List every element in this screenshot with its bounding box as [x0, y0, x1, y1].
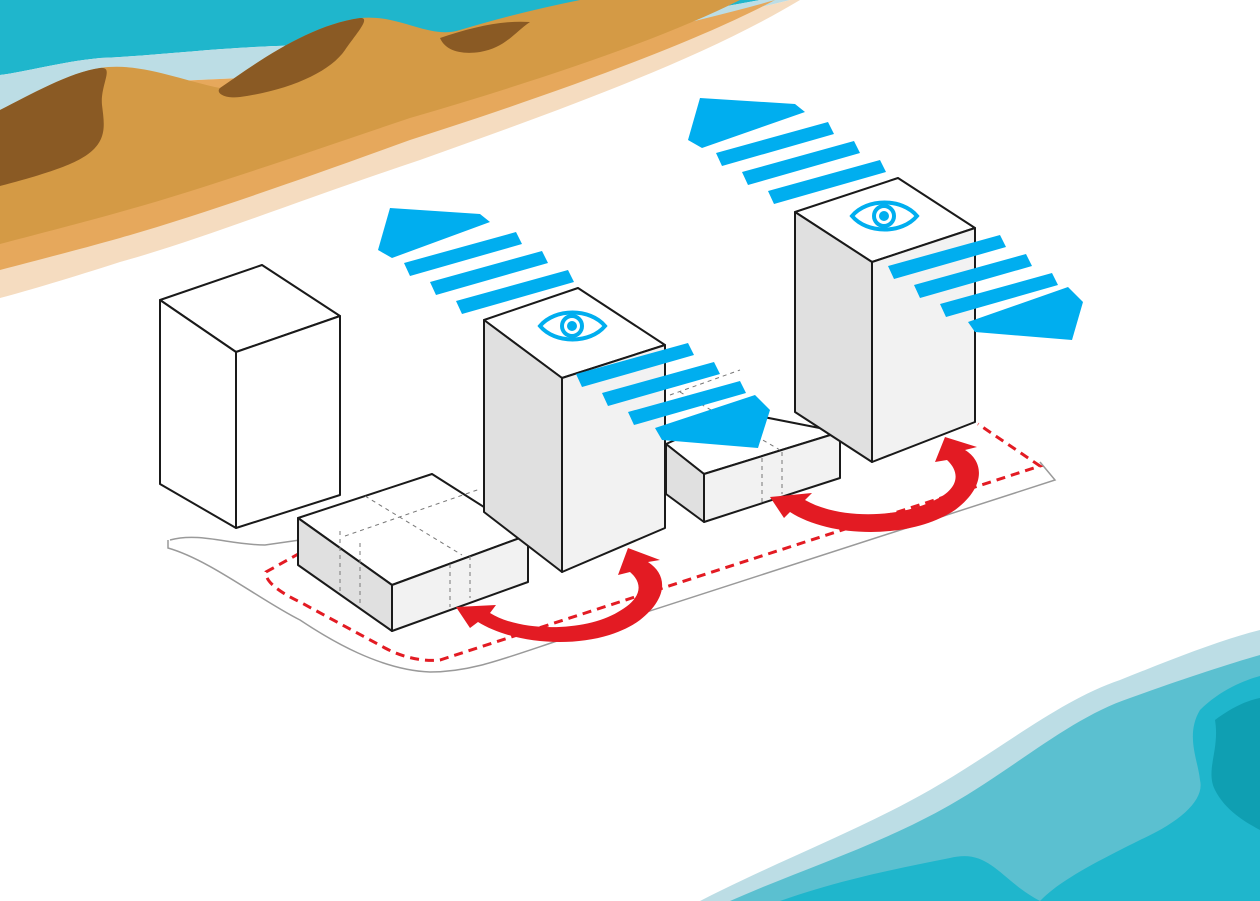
- sea-bottom-right: [700, 630, 1260, 901]
- view-direction-arrow: [688, 98, 805, 148]
- eye-icon: [537, 310, 608, 342]
- right-tower-view-front: [888, 235, 1083, 340]
- beach-dunes: [0, 0, 800, 298]
- left-connection: [456, 548, 663, 642]
- left-tower-view-back: [378, 208, 574, 314]
- existing-building: [159, 264, 341, 529]
- dune-shadow-3: [440, 21, 530, 53]
- sea-mid: [730, 655, 1260, 901]
- sea-deep: [1040, 676, 1260, 901]
- view-direction-arrow: [378, 208, 490, 258]
- view-direction-arrow: [655, 395, 770, 448]
- right-tower-view-back: [688, 98, 886, 204]
- sea-bright-band: [780, 856, 1040, 901]
- sand-gold: [0, 0, 740, 244]
- site-outline: [167, 461, 1057, 673]
- left-podium: [297, 473, 529, 632]
- connection-arrow: [456, 548, 663, 642]
- view-direction-arrow: [968, 287, 1083, 340]
- eye-icon: [849, 200, 920, 232]
- site-boundary: [264, 422, 1044, 662]
- left-tower-view-front: [576, 343, 770, 448]
- sea-deepest: [1211, 698, 1260, 830]
- dune-shadow-1: [0, 67, 107, 186]
- dune-shadow-2: [218, 17, 365, 98]
- left-tower: [483, 287, 666, 573]
- right-tower: [794, 177, 976, 463]
- right-connection: [770, 437, 979, 532]
- sand-mid: [0, 0, 775, 270]
- connection-arrow: [770, 437, 979, 532]
